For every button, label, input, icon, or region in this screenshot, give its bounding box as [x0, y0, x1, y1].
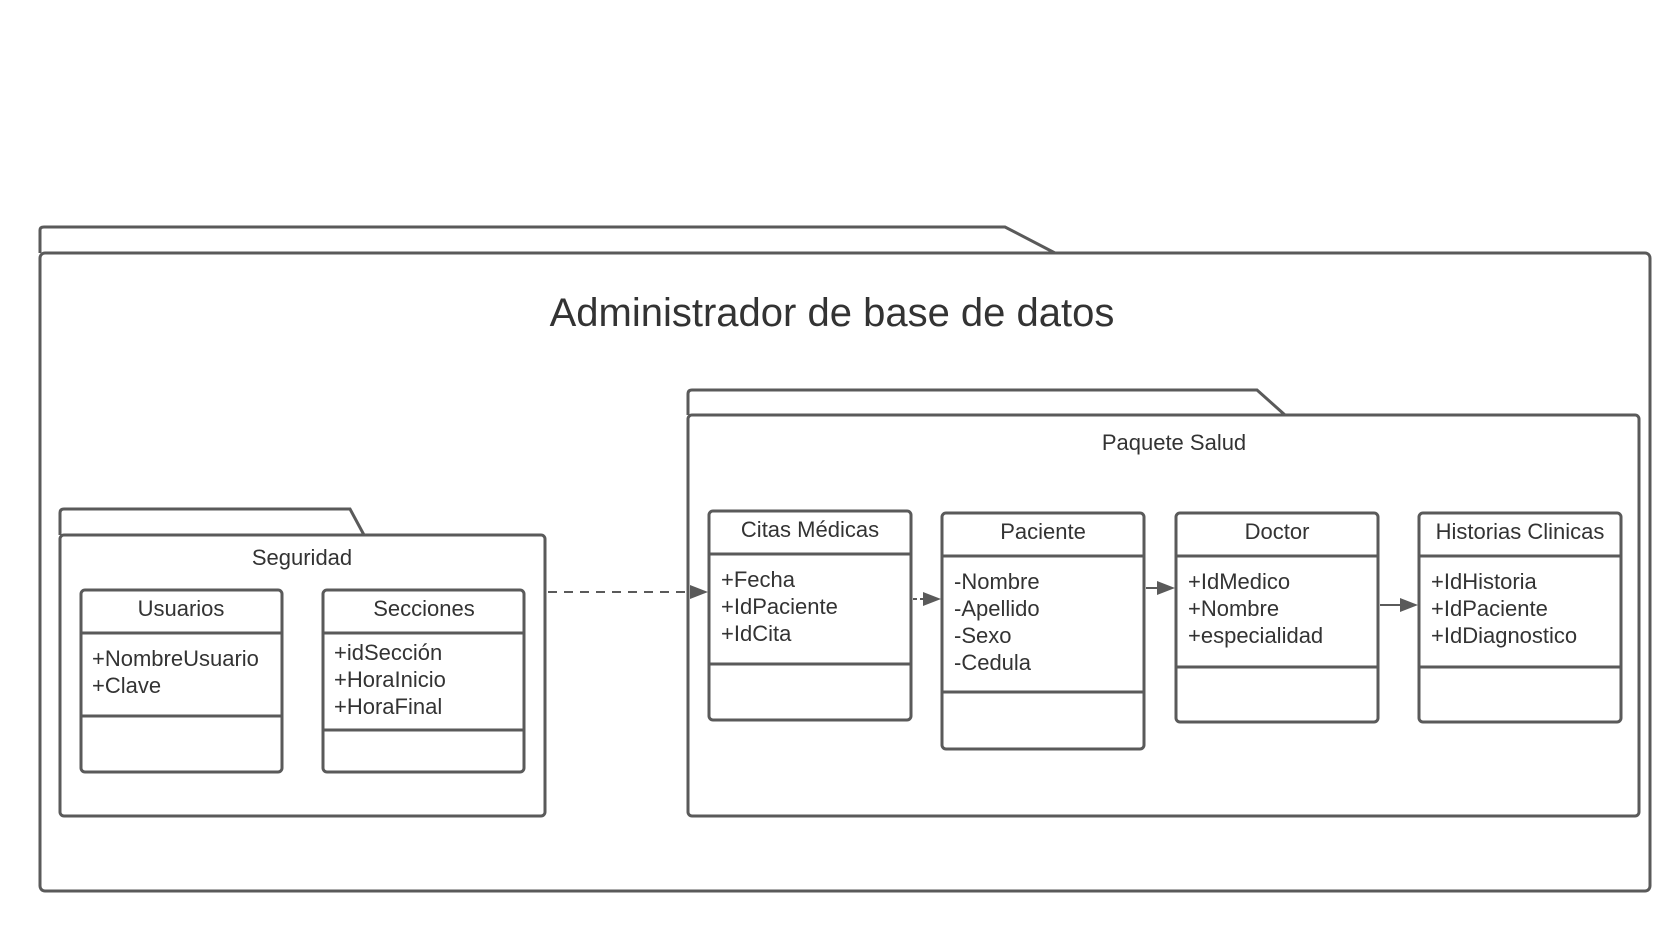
arrow-head: [1400, 598, 1418, 612]
package-administrador: Administrador de base de datos: [38, 225, 1652, 893]
class-paciente: Paciente -Nombre -Apellido -Sexo -Cedula: [940, 511, 1146, 751]
class-secciones-name: Secciones: [373, 596, 475, 621]
class-historias-clinicas: Historias Clinicas +IdHistoria +IdPacien…: [1417, 511, 1623, 724]
class-doctor-box: [1174, 511, 1380, 724]
class-citas-attr: +Fecha: [721, 567, 796, 592]
class-usuarios-name: Usuarios: [138, 596, 225, 621]
class-usuarios: Usuarios +NombreUsuario +Clave: [79, 588, 284, 774]
class-paciente-box: [940, 511, 1146, 751]
class-doctor-attr: +Nombre: [1188, 596, 1279, 621]
package-seguridad-body: [58, 533, 547, 818]
class-secciones-box: [321, 588, 526, 774]
class-historias-box: [1417, 511, 1623, 724]
package-seguridad-label: Seguridad: [252, 545, 352, 570]
class-citas-attr: +IdCita: [721, 621, 792, 646]
arrow-head: [690, 585, 708, 599]
class-doctor-attr: +especialidad: [1188, 623, 1323, 648]
arrow-head: [923, 592, 941, 606]
package-seguridad-tab: [58, 507, 366, 536]
package-administrador-tab: [38, 225, 1056, 255]
class-citas-box: [707, 509, 913, 722]
class-usuarios-attr: +NombreUsuario: [92, 646, 259, 671]
class-citas-attr: +IdPaciente: [721, 594, 838, 619]
arrow-head: [1157, 581, 1175, 595]
class-doctor: Doctor +IdMedico +Nombre +especialidad: [1174, 511, 1380, 724]
class-usuarios-box: [79, 588, 284, 774]
package-administrador-body: [38, 251, 1652, 893]
class-historias-attr: +IdHistoria: [1431, 569, 1538, 594]
class-secciones-attr: +HoraFinal: [334, 694, 442, 719]
class-paciente-name: Paciente: [1000, 519, 1086, 544]
class-doctor-attr: +IdMedico: [1188, 569, 1290, 594]
class-secciones: Secciones +idSección +HoraInicio +HoraFi…: [321, 588, 526, 774]
package-salud-label: Paquete Salud: [1102, 430, 1246, 455]
package-seguridad: Seguridad Usuarios +NombreUsuario +Clave…: [58, 507, 547, 818]
class-secciones-attr: +idSección: [334, 640, 442, 665]
connectors: [548, 581, 1418, 612]
package-salud-tab: [686, 388, 1286, 417]
class-historias-name: Historias Clinicas: [1436, 519, 1605, 544]
package-salud-body: [686, 413, 1641, 818]
class-paciente-attr: -Nombre: [954, 569, 1040, 594]
class-doctor-name: Doctor: [1245, 519, 1310, 544]
class-paciente-attr: -Apellido: [954, 596, 1040, 621]
class-historias-attr: +IdPaciente: [1431, 596, 1548, 621]
diagram-title: Administrador de base de datos: [550, 291, 1115, 335]
class-historias-attr: +IdDiagnostico: [1431, 623, 1577, 648]
class-paciente-attr: -Cedula: [954, 650, 1032, 675]
class-citas-name: Citas Médicas: [741, 517, 879, 542]
class-citas-medicas: Citas Médicas +Fecha +IdPaciente +IdCita: [707, 509, 913, 722]
package-salud: Paquete Salud Citas Médicas +Fecha +IdPa…: [686, 388, 1641, 818]
class-secciones-attr: +HoraInicio: [334, 667, 446, 692]
class-paciente-attr: -Sexo: [954, 623, 1011, 648]
class-usuarios-attr: +Clave: [92, 673, 161, 698]
